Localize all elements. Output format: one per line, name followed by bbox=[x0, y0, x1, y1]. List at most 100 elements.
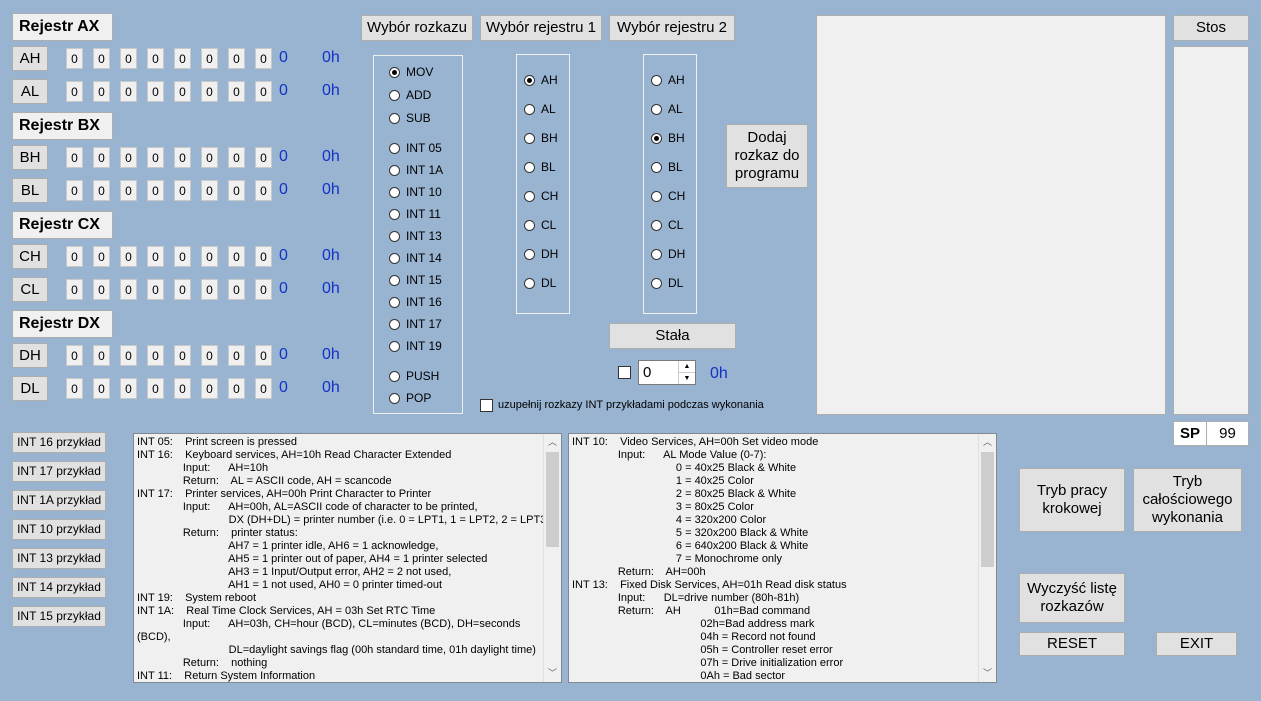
example-button[interactable]: INT 1A przykład bbox=[12, 490, 106, 511]
reg2-list-option[interactable]: CH bbox=[651, 188, 685, 204]
instruction-option[interactable]: INT 11 bbox=[389, 206, 441, 222]
bit-field[interactable]: 0 bbox=[120, 279, 137, 300]
example-button[interactable]: INT 14 przykład bbox=[12, 577, 106, 598]
bit-field[interactable]: 0 bbox=[201, 180, 218, 201]
instruction-option[interactable]: POP bbox=[389, 390, 431, 406]
bit-field[interactable]: 0 bbox=[66, 147, 83, 168]
bit-field[interactable]: 0 bbox=[201, 246, 218, 267]
bit-field[interactable]: 0 bbox=[201, 279, 218, 300]
instruction-option[interactable]: INT 1A bbox=[389, 162, 443, 178]
instruction-option[interactable]: INT 05 bbox=[389, 140, 442, 156]
bit-field[interactable]: 0 bbox=[228, 48, 245, 69]
instruction-option[interactable]: INT 16 bbox=[389, 294, 442, 310]
spin-down-icon[interactable]: ▼ bbox=[678, 372, 695, 384]
reg1-list-option[interactable]: BL bbox=[524, 159, 556, 175]
constant-checkbox[interactable] bbox=[618, 366, 631, 379]
bit-field[interactable]: 0 bbox=[174, 48, 191, 69]
bit-field[interactable]: 0 bbox=[201, 345, 218, 366]
scroll-thumb[interactable] bbox=[546, 452, 559, 547]
bit-field[interactable]: 0 bbox=[147, 180, 164, 201]
scroll-thumb[interactable] bbox=[981, 452, 994, 567]
bit-field[interactable]: 0 bbox=[255, 279, 272, 300]
bit-field[interactable]: 0 bbox=[255, 246, 272, 267]
bit-field[interactable]: 0 bbox=[174, 345, 191, 366]
bit-field[interactable]: 0 bbox=[255, 147, 272, 168]
instruction-option[interactable]: PUSH bbox=[389, 368, 439, 384]
bit-field[interactable]: 0 bbox=[228, 345, 245, 366]
bit-field[interactable]: 0 bbox=[174, 378, 191, 399]
reg2-list-option[interactable]: BH bbox=[651, 130, 685, 146]
step-mode-button[interactable]: Tryb pracy krokowej bbox=[1019, 468, 1125, 532]
bit-field[interactable]: 0 bbox=[66, 279, 83, 300]
bit-field[interactable]: 0 bbox=[66, 48, 83, 69]
scrollbar-right[interactable]: ︿ ﹀ bbox=[978, 434, 996, 682]
bit-field[interactable]: 0 bbox=[93, 246, 110, 267]
bit-field[interactable]: 0 bbox=[255, 378, 272, 399]
example-button[interactable]: INT 10 przykład bbox=[12, 519, 106, 540]
bit-field[interactable]: 0 bbox=[120, 180, 137, 201]
reg1-list-option[interactable]: AH bbox=[524, 72, 558, 88]
reg2-list-option[interactable]: CL bbox=[651, 217, 683, 233]
constant-spinner[interactable]: 0 ▲ ▼ bbox=[638, 360, 696, 385]
reg1-list-option[interactable]: DL bbox=[524, 275, 556, 291]
scroll-down-icon[interactable]: ﹀ bbox=[982, 668, 992, 678]
instruction-option[interactable]: INT 13 bbox=[389, 228, 442, 244]
bit-field[interactable]: 0 bbox=[66, 81, 83, 102]
bit-field[interactable]: 0 bbox=[174, 180, 191, 201]
bit-field[interactable]: 0 bbox=[147, 378, 164, 399]
bit-field[interactable]: 0 bbox=[255, 81, 272, 102]
full-mode-button[interactable]: Tryb całościowego wykonania bbox=[1133, 468, 1242, 532]
bit-field[interactable]: 0 bbox=[93, 147, 110, 168]
example-button[interactable]: INT 17 przykład bbox=[12, 461, 106, 482]
instruction-select-header[interactable]: Wybór rozkazu bbox=[361, 15, 473, 41]
bit-field[interactable]: 0 bbox=[66, 246, 83, 267]
reg2-list-option[interactable]: AH bbox=[651, 72, 685, 88]
example-button[interactable]: INT 15 przykład bbox=[12, 606, 106, 627]
instruction-option[interactable]: SUB bbox=[389, 110, 431, 126]
bit-field[interactable]: 0 bbox=[93, 180, 110, 201]
clear-list-button[interactable]: Wyczyść listę rozkazów bbox=[1019, 573, 1125, 623]
scroll-down-icon[interactable]: ﹀ bbox=[547, 668, 557, 678]
info-box-right[interactable]: INT 10: Video Services, AH=00h Set video… bbox=[568, 433, 997, 683]
bit-field[interactable]: 0 bbox=[93, 378, 110, 399]
add-instruction-button[interactable]: Dodaj rozkaz do programu bbox=[726, 124, 808, 188]
reg1-list-option[interactable]: CL bbox=[524, 217, 556, 233]
reg1-list-option[interactable]: BH bbox=[524, 130, 558, 146]
scrollbar-left[interactable]: ︿ ﹀ bbox=[543, 434, 561, 682]
scroll-up-icon[interactable]: ︿ bbox=[982, 437, 992, 447]
bit-field[interactable]: 0 bbox=[66, 378, 83, 399]
scroll-up-icon[interactable]: ︿ bbox=[547, 437, 557, 447]
bit-field[interactable]: 0 bbox=[120, 81, 137, 102]
bit-field[interactable]: 0 bbox=[147, 279, 164, 300]
bit-field[interactable]: 0 bbox=[93, 345, 110, 366]
instruction-option[interactable]: INT 19 bbox=[389, 338, 442, 354]
reg1-list-option[interactable]: CH bbox=[524, 188, 558, 204]
bit-field[interactable]: 0 bbox=[174, 147, 191, 168]
instruction-option[interactable]: INT 17 bbox=[389, 316, 442, 332]
example-button[interactable]: INT 16 przykład bbox=[12, 432, 106, 453]
bit-field[interactable]: 0 bbox=[174, 279, 191, 300]
bit-field[interactable]: 0 bbox=[93, 48, 110, 69]
reg2-list-option[interactable]: DL bbox=[651, 275, 683, 291]
bit-field[interactable]: 0 bbox=[228, 279, 245, 300]
bit-field[interactable]: 0 bbox=[93, 279, 110, 300]
spin-up-icon[interactable]: ▲ bbox=[678, 361, 695, 373]
register2-select-header[interactable]: Wybór rejestru 2 bbox=[609, 15, 735, 41]
reg2-list-option[interactable]: BL bbox=[651, 159, 683, 175]
instruction-option[interactable]: MOV bbox=[389, 64, 433, 80]
bit-field[interactable]: 0 bbox=[120, 147, 137, 168]
bit-field[interactable]: 0 bbox=[201, 378, 218, 399]
bit-field[interactable]: 0 bbox=[255, 345, 272, 366]
bit-field[interactable]: 0 bbox=[66, 345, 83, 366]
bit-field[interactable]: 0 bbox=[147, 345, 164, 366]
stack-header[interactable]: Stos bbox=[1173, 15, 1249, 41]
bit-field[interactable]: 0 bbox=[201, 81, 218, 102]
bit-field[interactable]: 0 bbox=[147, 81, 164, 102]
bit-field[interactable]: 0 bbox=[228, 378, 245, 399]
instruction-option[interactable]: INT 10 bbox=[389, 184, 442, 200]
bit-field[interactable]: 0 bbox=[201, 48, 218, 69]
bit-field[interactable]: 0 bbox=[93, 81, 110, 102]
reg1-list-option[interactable]: DH bbox=[524, 246, 558, 262]
register1-select-header[interactable]: Wybór rejestru 1 bbox=[480, 15, 602, 41]
constant-header[interactable]: Stała bbox=[609, 323, 736, 349]
